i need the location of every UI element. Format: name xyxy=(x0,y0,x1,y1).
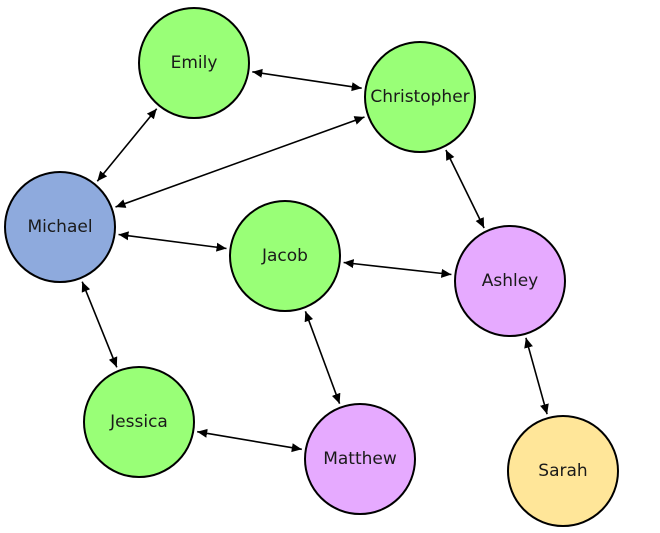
node-circle-christopher xyxy=(364,41,476,153)
node-circle-jessica xyxy=(83,366,195,478)
nodes-layer: EmilyChristopherMichaelJacobAshleyJessic… xyxy=(4,7,619,527)
node-christopher: Christopher xyxy=(364,41,476,153)
node-circle-michael xyxy=(4,171,116,283)
node-label-matthew: Matthew xyxy=(323,449,397,469)
edge-christopher-ashley xyxy=(445,149,485,229)
node-label-emily: Emily xyxy=(171,53,218,73)
node-circle-jacob xyxy=(229,200,341,312)
node-jessica: Jessica xyxy=(83,366,195,478)
node-label-jessica: Jessica xyxy=(109,412,168,432)
node-circle-ashley xyxy=(454,225,566,337)
node-label-michael: Michael xyxy=(27,217,92,237)
node-emily: Emily xyxy=(138,7,250,119)
node-label-christopher: Christopher xyxy=(370,87,469,107)
edge-jacob-matthew xyxy=(304,311,341,404)
edges-layer xyxy=(81,68,549,453)
node-circle-matthew xyxy=(304,403,416,515)
node-sarah: Sarah xyxy=(507,415,619,527)
node-label-sarah: Sarah xyxy=(538,461,587,481)
node-label-jacob: Jacob xyxy=(261,246,308,266)
node-jacob: Jacob xyxy=(229,200,341,312)
edge-ashley-sarah xyxy=(524,337,549,415)
node-circle-emily xyxy=(138,7,250,119)
edge-jacob-ashley xyxy=(343,259,452,278)
edge-jessica-matthew xyxy=(197,428,302,453)
node-label-ashley: Ashley xyxy=(482,271,539,291)
edge-michael-jessica xyxy=(81,281,118,368)
edge-christopher-michael xyxy=(115,116,365,208)
node-circle-sarah xyxy=(507,415,619,527)
node-matthew: Matthew xyxy=(304,403,416,515)
node-ashley: Ashley xyxy=(454,225,566,337)
edge-emily-christopher xyxy=(252,68,362,92)
node-michael: Michael xyxy=(4,171,116,283)
edge-emily-michael xyxy=(96,108,158,182)
edge-michael-jacob xyxy=(118,231,227,252)
